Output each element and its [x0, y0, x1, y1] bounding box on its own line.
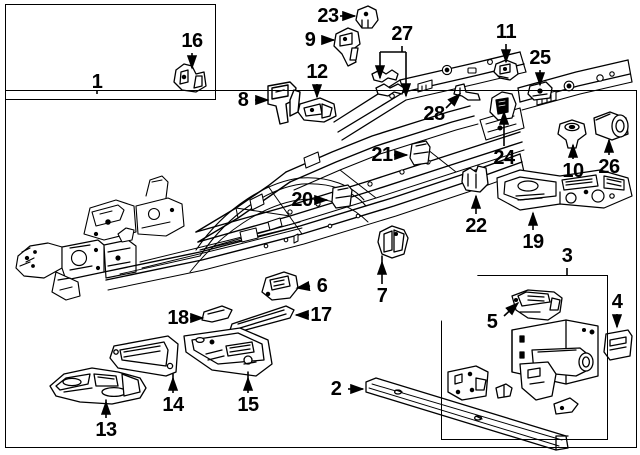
callout-label-14: 14	[162, 394, 184, 416]
callout-label-10: 10	[562, 160, 584, 182]
callout-label-6: 6	[316, 275, 328, 297]
callout-label-27: 27	[391, 23, 413, 45]
callout-label-18: 18	[167, 307, 189, 329]
callout-label-16: 16	[181, 30, 203, 52]
callout-label-25: 25	[529, 47, 551, 69]
callout-label-4: 4	[611, 291, 623, 313]
callout-label-26: 26	[598, 156, 620, 178]
callout-label-28: 28	[423, 103, 445, 125]
callout-leader-6	[295, 280, 311, 292]
callout-label-23: 23	[317, 5, 339, 27]
main-frame-outline-box	[5, 90, 637, 448]
detail-box-16	[5, 4, 216, 100]
callout-label-11: 11	[495, 21, 517, 43]
callout-label-20: 20	[291, 189, 313, 211]
callout-label-12: 12	[306, 61, 328, 83]
callout-label-7: 7	[376, 285, 388, 307]
callout-label-3: 3	[561, 245, 573, 267]
callout-label-15: 15	[237, 394, 259, 416]
callout-leader-5	[503, 301, 520, 317]
callout-label-8: 8	[237, 89, 249, 111]
callout-label-22: 22	[465, 215, 487, 237]
detail-box-3	[441, 275, 608, 440]
callout-label-17: 17	[310, 304, 332, 326]
callout-label-1: 1	[91, 71, 103, 93]
callout-label-9: 9	[304, 29, 316, 51]
callout-label-21: 21	[371, 144, 393, 166]
callout-leader-27	[374, 46, 412, 98]
callout-label-24: 24	[493, 147, 515, 169]
callout-label-5: 5	[486, 311, 498, 333]
callout-leader-28	[445, 92, 462, 109]
callout-label-19: 19	[522, 231, 544, 253]
callout-label-13: 13	[95, 419, 117, 441]
callout-label-2: 2	[330, 378, 342, 400]
